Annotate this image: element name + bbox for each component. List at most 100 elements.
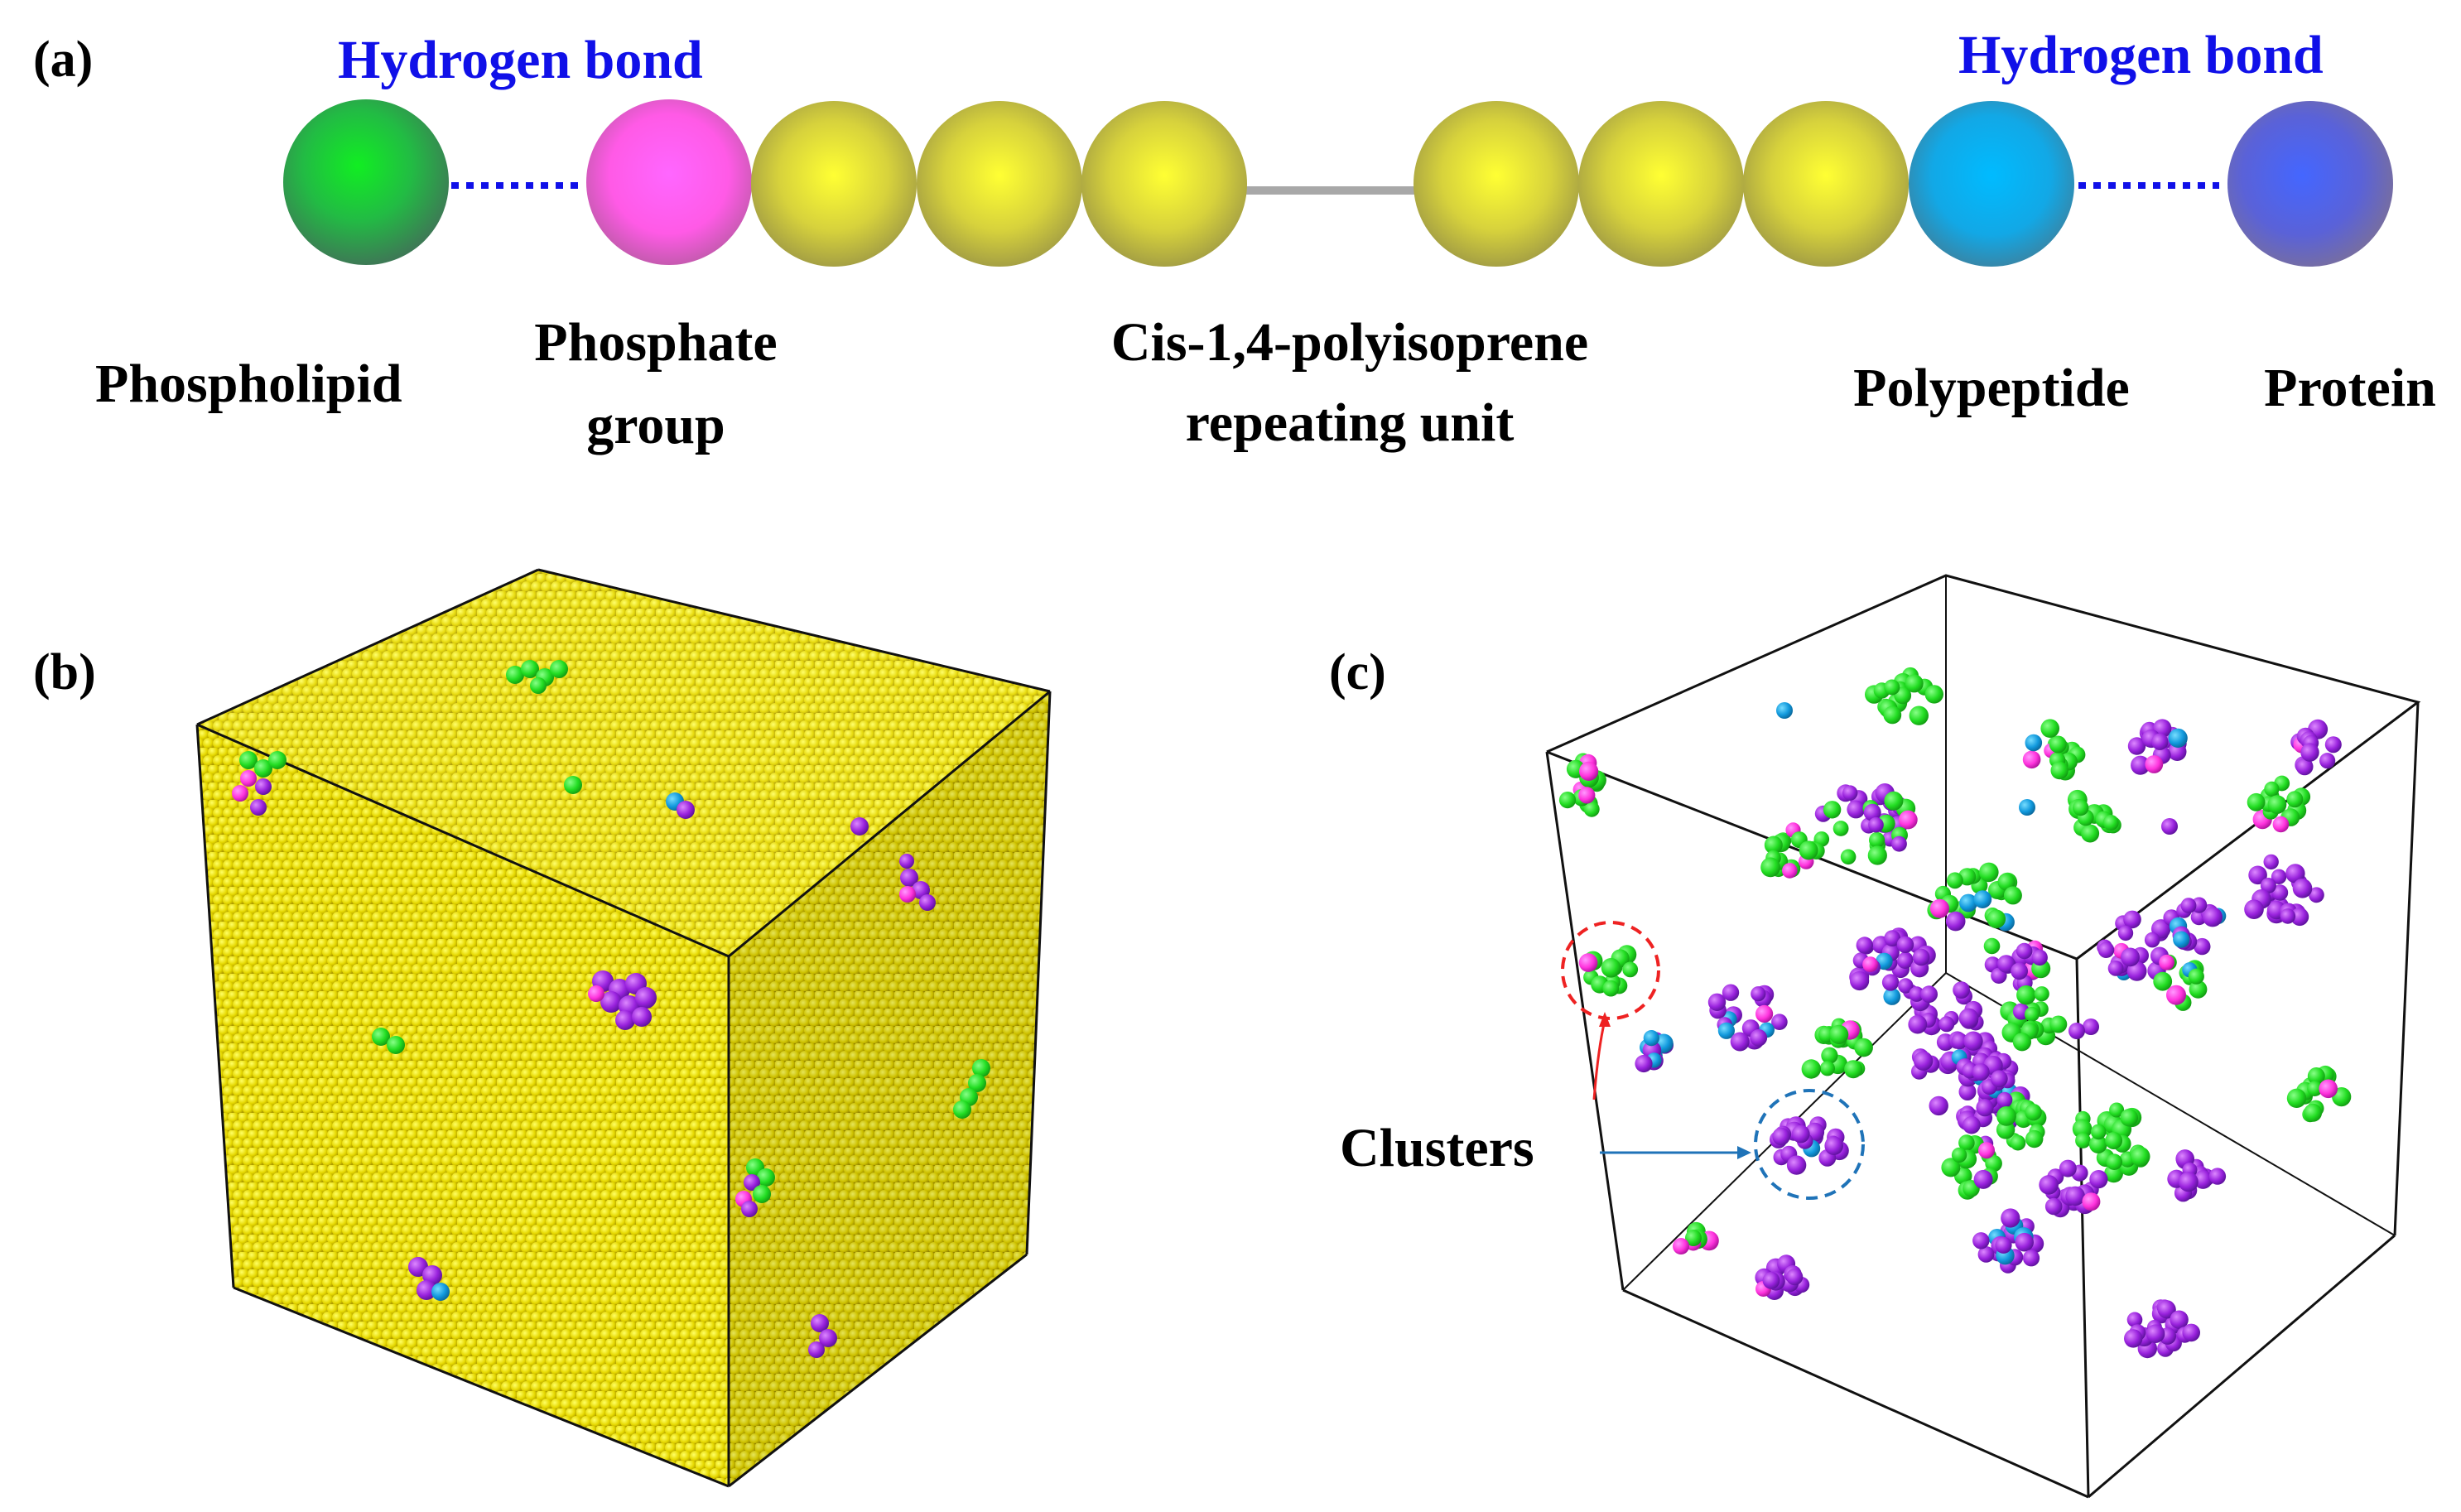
polypeptide-bead bbox=[1909, 101, 2074, 267]
cluster-bead bbox=[1799, 840, 1818, 860]
cluster-bead bbox=[2159, 954, 2175, 970]
cluster-bead bbox=[2075, 1133, 2091, 1148]
cluster-bead bbox=[2109, 1102, 2125, 1118]
hydrogen-bond-label-right: Hydrogen bond bbox=[1958, 25, 2324, 85]
cluster-bead bbox=[1941, 1158, 1961, 1177]
cluster-bead bbox=[1578, 953, 1598, 972]
cluster-bead bbox=[2194, 937, 2211, 956]
cluster-bead bbox=[2244, 899, 2264, 919]
cluster-bead bbox=[2285, 864, 2305, 884]
cluster-bead bbox=[1990, 1070, 2008, 1088]
cluster-c-15 bbox=[2163, 897, 2227, 956]
lone-bead bbox=[2161, 818, 2178, 835]
cluster-c-21 bbox=[1908, 981, 1984, 1052]
isoprene-bead-1 bbox=[751, 101, 917, 267]
cluster-bead bbox=[1983, 937, 2001, 955]
cluster-c-30 bbox=[2039, 1159, 2108, 1218]
cluster-bead bbox=[1854, 1038, 1873, 1057]
cluster-bead bbox=[2022, 750, 2041, 769]
phospholipid-bead bbox=[283, 99, 449, 265]
lone-bead bbox=[2068, 1023, 2085, 1039]
cube-b-top-shade bbox=[197, 570, 1050, 956]
cluster-bead bbox=[2120, 1108, 2138, 1127]
cluster-bead bbox=[2260, 878, 2276, 893]
cluster-c-18 bbox=[1707, 984, 1788, 1052]
cluster-c-36 bbox=[2124, 1299, 2200, 1359]
cluster-bead bbox=[2049, 735, 2067, 754]
cluster-bead bbox=[1978, 1142, 1995, 1159]
cluster-bead bbox=[1881, 974, 1900, 991]
cluster-c-16 bbox=[2153, 954, 2208, 1011]
cluster-bead bbox=[1579, 761, 1599, 782]
cluster-c-29 bbox=[1941, 1134, 2002, 1200]
cluster-bead bbox=[2304, 1103, 2323, 1122]
cluster-bead bbox=[2106, 1153, 2122, 1170]
cluster-c-31 bbox=[2167, 1149, 2227, 1202]
cluster-bead bbox=[2050, 761, 2068, 780]
cluster-bead bbox=[1898, 978, 1914, 994]
cluster-bead bbox=[2124, 1329, 2143, 1348]
cluster-bead bbox=[1996, 1106, 2016, 1126]
cluster-bead bbox=[2324, 736, 2342, 754]
cluster-bead bbox=[1791, 1124, 1810, 1144]
panel-c-letter: (c) bbox=[1329, 644, 1386, 701]
cluster-bead bbox=[2072, 1119, 2093, 1139]
cluster-c-27 bbox=[1770, 1116, 1849, 1175]
cluster-bead bbox=[2170, 1310, 2189, 1329]
cluster-bead bbox=[2097, 941, 2115, 958]
cluster-bead bbox=[2031, 949, 2048, 966]
cluster-bead bbox=[2188, 968, 2204, 985]
cluster-bead bbox=[1929, 1095, 1948, 1116]
cluster-bead bbox=[1995, 1236, 2012, 1254]
cluster-bead bbox=[1750, 1028, 1768, 1047]
cluster-bead bbox=[1786, 1155, 1807, 1175]
cluster-bead bbox=[1786, 1269, 1804, 1286]
cluster-bead bbox=[2025, 1104, 2042, 1121]
cluster-bead bbox=[2247, 792, 2266, 811]
cluster-bead bbox=[2024, 1006, 2040, 1022]
cluster-bead bbox=[2065, 1186, 2085, 1206]
cluster-bead bbox=[2089, 1170, 2108, 1189]
cluster-bead bbox=[1622, 961, 1639, 978]
cluster-bead bbox=[2003, 886, 2022, 905]
bead-b-6 bbox=[387, 1036, 405, 1054]
cluster-bead bbox=[2319, 1079, 2338, 1099]
cluster-b-5 bbox=[953, 1059, 990, 1119]
cluster-c-2 bbox=[2022, 719, 2086, 781]
label-phospholipid: Phospholipid bbox=[95, 354, 402, 414]
cluster-bead bbox=[1717, 1022, 1735, 1039]
cluster-bead bbox=[1997, 955, 2016, 973]
cluster-bead bbox=[1953, 981, 1971, 999]
cluster-c-28 bbox=[2072, 1102, 2150, 1183]
cluster-c-32 bbox=[2286, 1065, 2352, 1123]
cluster-bead bbox=[2307, 1081, 2323, 1096]
cluster-bead bbox=[1635, 1054, 1653, 1073]
cluster-bead bbox=[1847, 800, 1866, 819]
phosphate-bead bbox=[586, 99, 752, 265]
cluster-bead bbox=[1958, 1134, 1975, 1151]
cluster-bead bbox=[1977, 1246, 1995, 1263]
lone-bead bbox=[1776, 702, 1793, 719]
cube-b-surface-clusters bbox=[232, 660, 990, 1358]
arrow-red bbox=[1592, 1019, 1606, 1100]
cluster-bead bbox=[2157, 1300, 2176, 1319]
cluster-bead bbox=[2189, 980, 2208, 999]
cluster-bead bbox=[1884, 679, 1900, 696]
cluster-bead bbox=[2272, 816, 2290, 833]
cluster-c-9 bbox=[2247, 775, 2311, 833]
bead-b-5 bbox=[372, 1028, 390, 1046]
cluster-bead bbox=[2295, 758, 2314, 776]
cluster-bead bbox=[2208, 1168, 2227, 1185]
cluster-bead bbox=[1782, 863, 1798, 879]
cluster-bead bbox=[2173, 931, 2190, 948]
cluster-bead bbox=[2178, 1172, 2199, 1192]
cluster-bead bbox=[1602, 980, 1620, 997]
cluster-bead bbox=[2300, 743, 2319, 762]
cluster-bead bbox=[1578, 787, 1596, 804]
cluster-bead bbox=[1987, 909, 2006, 929]
cluster-bead bbox=[2049, 1015, 2068, 1033]
cluster-bead bbox=[2144, 932, 2160, 948]
cluster-bead bbox=[1730, 1032, 1750, 1052]
isoprene-bead-4 bbox=[1414, 101, 1579, 267]
cluster-c-14 bbox=[2097, 910, 2171, 981]
